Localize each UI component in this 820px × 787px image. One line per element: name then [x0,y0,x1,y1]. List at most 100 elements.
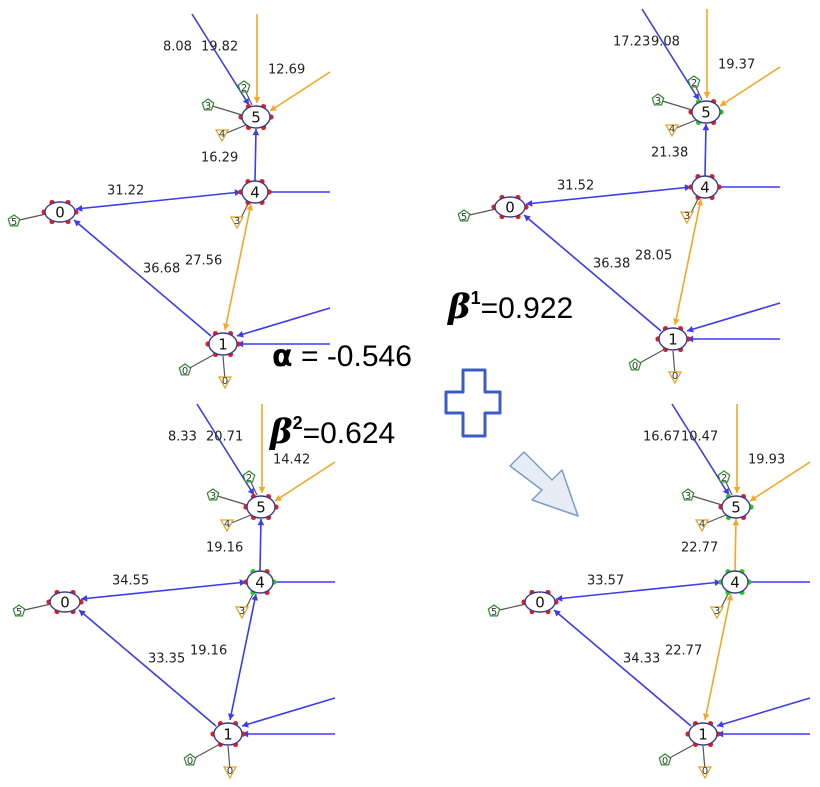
arrowhead [242,721,249,728]
node-0: 0 [41,199,79,225]
node-ellipse [494,196,526,218]
source-pentagon: 5 [12,604,26,618]
arrowhead [687,326,694,333]
node-4: 4 [688,174,722,200]
pentagon-label: 3 [205,101,211,112]
stub [635,348,666,366]
node-ellipse [691,100,721,124]
beta1-label: β1=0.922 [446,287,573,327]
edge-0-1 [553,609,692,727]
stub [190,743,221,761]
stub [14,213,47,222]
stub [464,208,497,217]
node-ellipse [524,591,556,613]
pentagon-shape [457,209,471,222]
edge-label: 20.71 [206,430,243,445]
arrowhead [526,200,533,207]
pentagon-label: 2 [241,83,247,94]
node-label: 4 [255,574,265,592]
edge-in-right-1 [241,697,336,727]
node-ellipse [658,327,688,351]
plus-icon [444,368,502,438]
pentagon-label: 0 [662,756,668,767]
stub [702,745,706,771]
triangle-label: 4 [219,129,225,140]
stub [185,353,216,371]
arrowhead [246,204,254,211]
pentagon-label: 2 [246,473,252,484]
source-pentagon: 3 [206,488,220,502]
arrowhead [732,519,740,526]
arrowhead [524,215,531,222]
arrowhead [253,96,261,103]
node-label: 1 [668,331,678,349]
triangle-shape [664,124,680,138]
arrowhead [275,494,282,501]
pentagon-shape [717,470,731,483]
edge-label: 33.35 [148,652,185,667]
node-label: 0 [60,594,70,612]
arrowhead [257,519,265,526]
triangle-shape [219,519,235,533]
svg-text:β2=0.624: β2=0.624 [268,412,395,452]
arrowhead [717,721,724,728]
stub [673,119,697,130]
arrowhead [692,93,699,100]
arrowhead [733,486,741,493]
edge-4-5 [704,123,707,177]
edge-label: 16.29 [201,151,238,166]
pentagon-shape [178,363,192,376]
node-4: 4 [718,569,752,595]
pentagon-shape [183,753,197,766]
pentagon-shape [237,80,251,93]
stub [227,745,231,771]
sink-triangle: 3 [679,211,695,225]
stub [228,514,252,525]
node-label: 4 [730,574,740,592]
arrowhead [750,494,757,501]
triangle-shape [709,606,725,620]
edge-0-4 [75,191,242,210]
arrowhead [270,104,277,111]
node-label: 4 [250,184,260,202]
node-1: 1 [210,721,246,747]
pentagon-shape [651,93,665,106]
edge-label: 33.57 [587,574,624,589]
edge-0-4 [80,581,247,600]
edge-label: 22.77 [665,644,702,659]
source-pentagon: 2 [237,80,251,94]
node-label: 5 [731,499,741,517]
stub [213,494,248,506]
source-pentagon: 5 [487,604,501,618]
triangle-shape [229,216,245,230]
pentagon-label: 0 [182,366,188,377]
pentagon-label: 5 [11,217,17,228]
arrowhead [242,98,249,105]
source-pentagon: 0 [183,753,197,767]
edge-1-4 [224,203,252,331]
stub [703,514,727,525]
alpha-value: = -0.546 [293,340,412,373]
pentagon-shape [206,488,220,501]
pentagon-label: 5 [461,212,467,223]
sink-triangle: 4 [694,519,710,533]
node-ellipse [241,105,271,129]
arrowhead [74,220,81,227]
pentagon-label: 5 [16,607,22,618]
beta1-symbol: β [446,287,471,327]
node-5: 5 [718,494,754,520]
node-ellipse [213,722,243,746]
source-pentagon: 0 [628,358,642,372]
edge-in-top-right [719,66,781,107]
node-label: 0 [55,204,65,222]
sink-triangle: 3 [234,606,250,620]
node-ellipse [721,570,749,594]
edge-0-4 [525,186,692,205]
sink-triangle: 3 [229,216,245,230]
node-ellipse [49,591,81,613]
node-ellipse [241,180,269,204]
arrowhead [227,713,235,720]
triangle-label: 3 [684,211,690,222]
